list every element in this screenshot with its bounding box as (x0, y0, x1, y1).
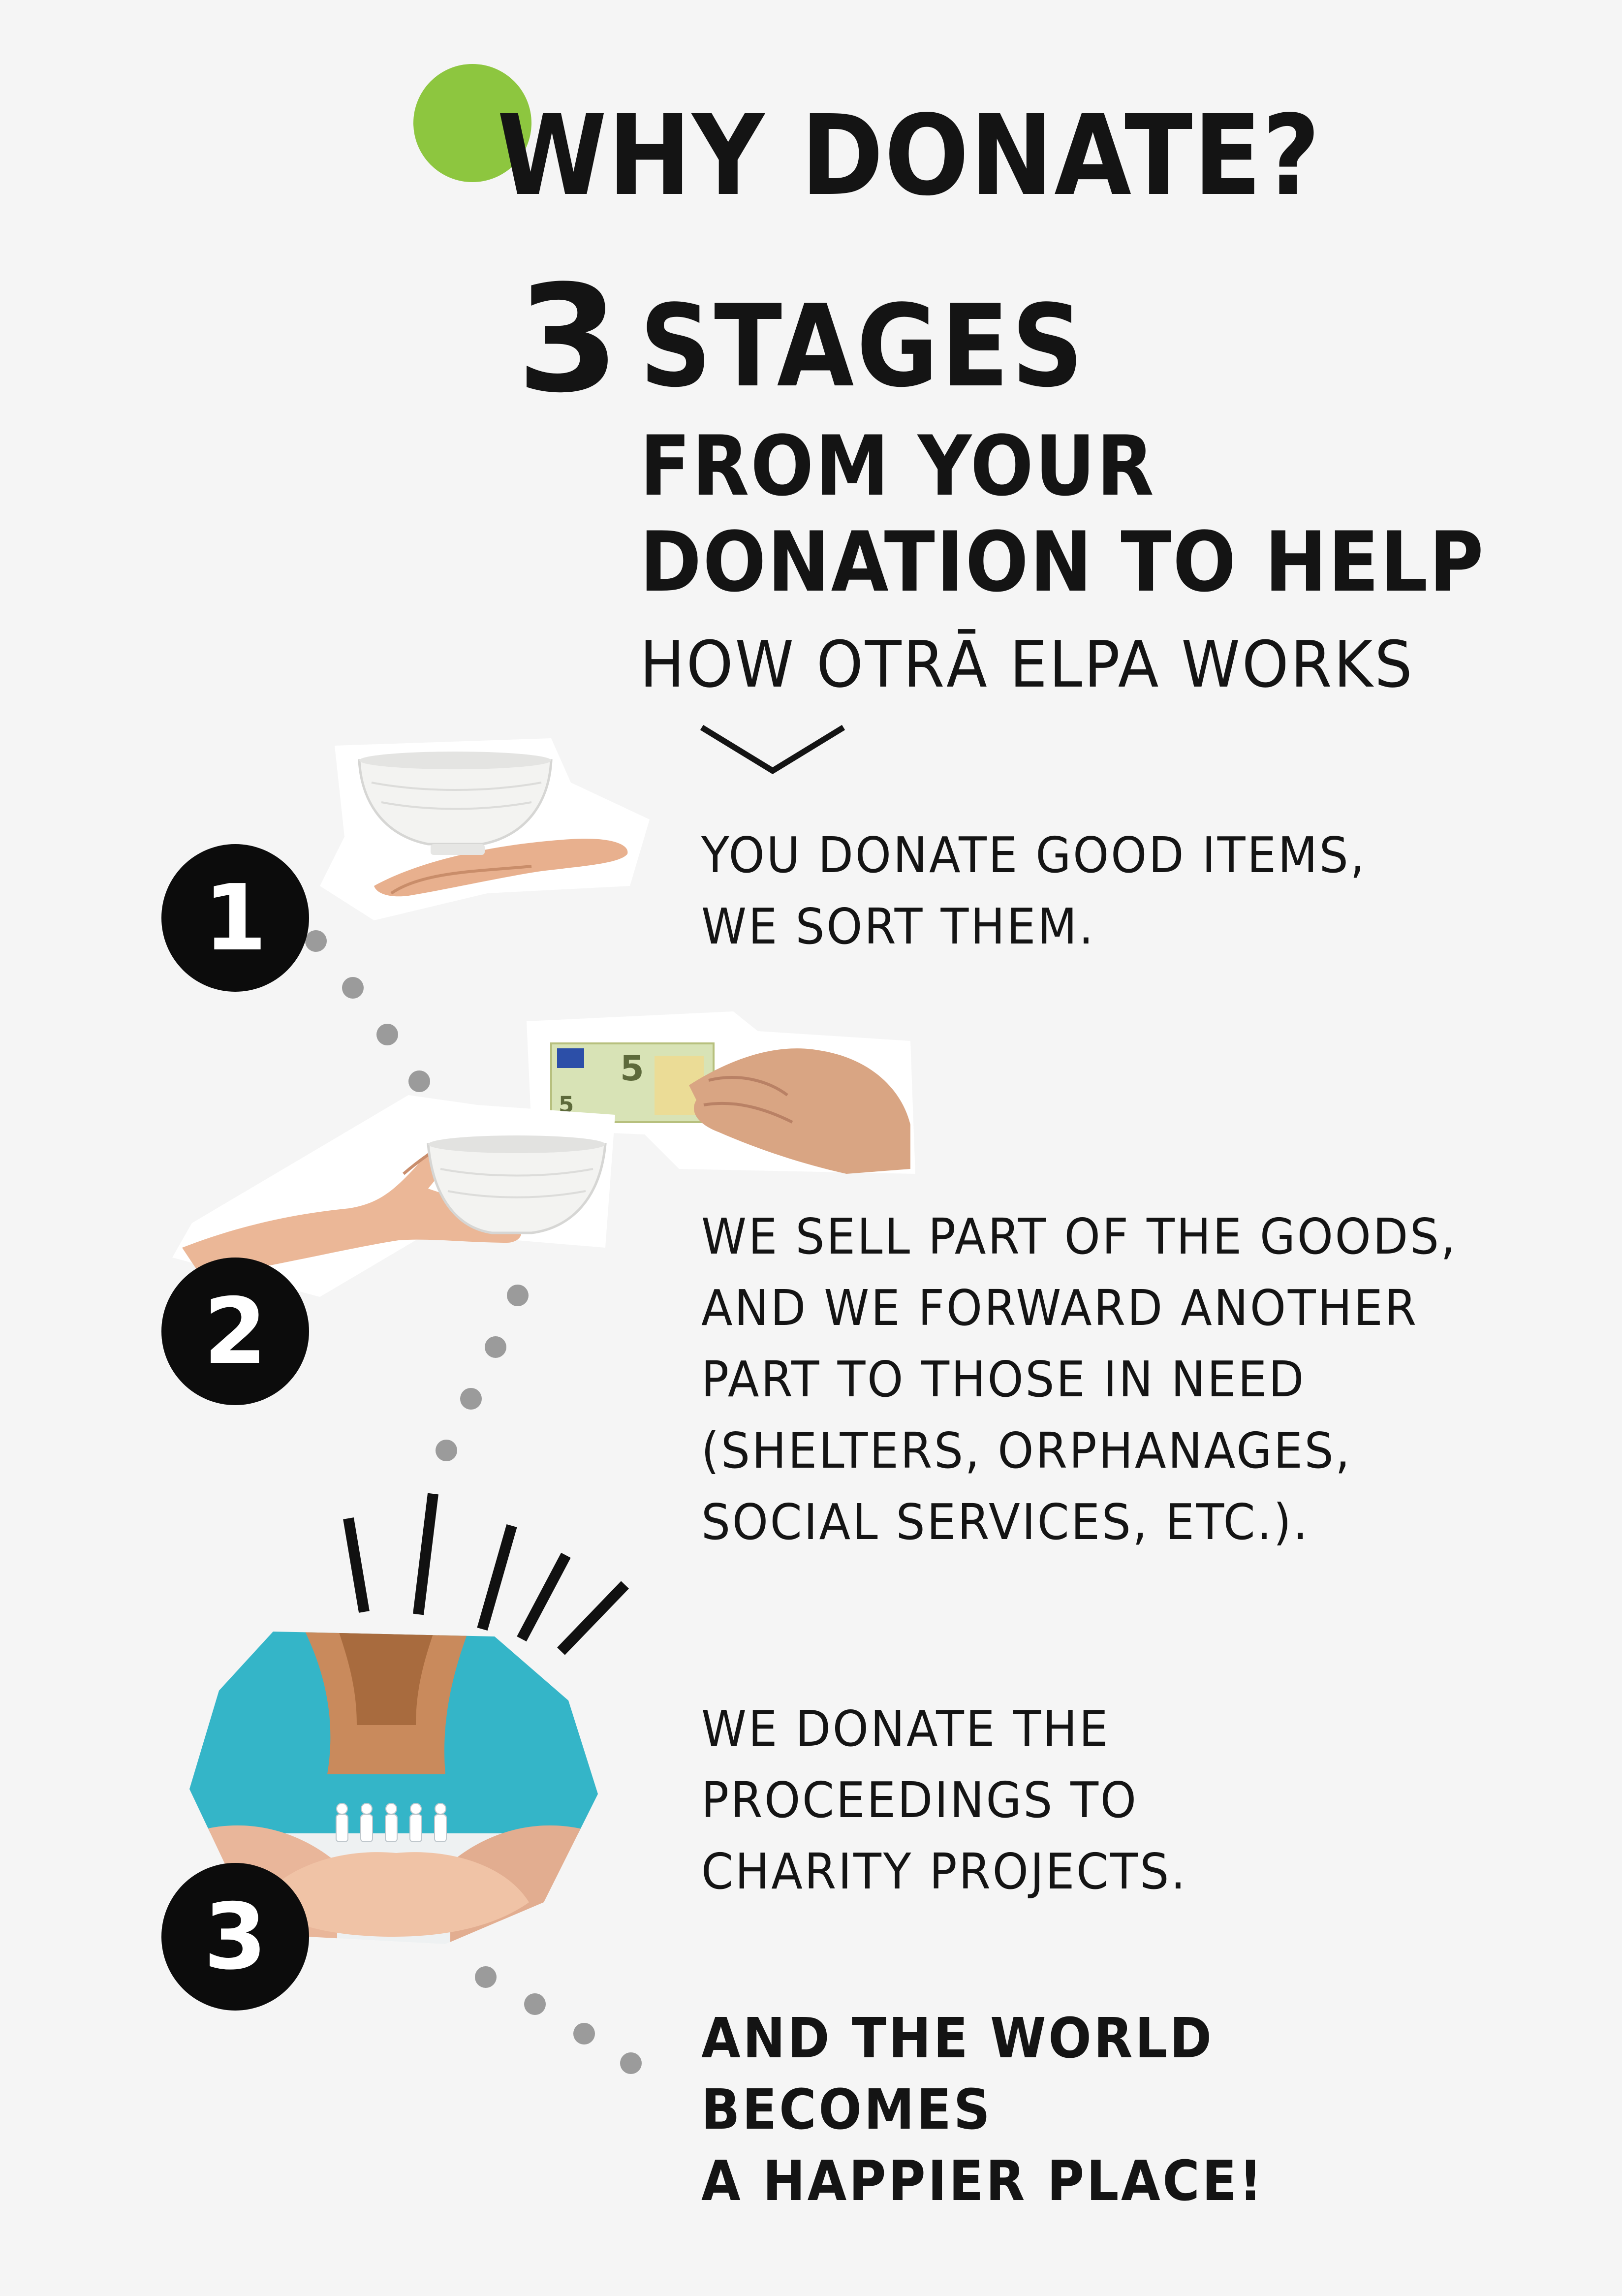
stages-number: 3 (517, 253, 620, 425)
closing-line: AND THE WORLD (701, 2007, 1214, 2071)
step-text-line: PART TO THOSE IN NEED (701, 1351, 1306, 1408)
hand-holding-bowl-icon (320, 738, 650, 920)
step-text-line: AND WE FORWARD ANOTHER (701, 1279, 1418, 1337)
subtitle-line: FROM YOUR (640, 418, 1155, 514)
path-dot (436, 1440, 457, 1461)
step-text-line: WE SORT THEM. (701, 898, 1095, 955)
burst-lines-icon (343, 1493, 629, 1655)
step-text-line: SOCIAL SERVICES, ETC.). (701, 1493, 1310, 1551)
step-text-line: WE DONATE THE (701, 1700, 1110, 1758)
path-dot (524, 1993, 546, 2015)
accent-dot (413, 64, 531, 182)
chevron-down-icon (700, 724, 845, 775)
step-1-text: YOU DONATE GOOD ITEMS, WE SORT THEM. (701, 819, 1367, 962)
step-text-line: WE SELL PART OF THE GOODS, (701, 1208, 1457, 1265)
banknote-value: 5 (620, 1048, 644, 1089)
closing-statement: AND THE WORLD BECOMES A HAPPIER PLACE! (701, 2003, 1264, 2217)
path-dot (507, 1285, 529, 1306)
step-number-badge: 2 (161, 1258, 309, 1405)
path-dot (485, 1336, 506, 1358)
path-dot (342, 977, 364, 999)
stages-heading: STAGES (640, 281, 1086, 412)
hand-holding-bowl-icon (172, 1095, 615, 1297)
step-text-line: YOU DONATE GOOD ITEMS, (701, 826, 1367, 884)
path-dot (573, 2023, 595, 2044)
page-title: WHY DONATE? (497, 92, 1321, 220)
path-dot (620, 2052, 642, 2074)
step-number-badge: 1 (161, 844, 309, 992)
step-number-badge: 3 (161, 1863, 309, 2011)
path-dot (460, 1388, 482, 1410)
step-3-text: WE DONATE THE PROCEEDINGS TO CHARITY PRO… (701, 1693, 1187, 1907)
subtitle: FROM YOUR DONATION TO HELP (640, 418, 1485, 610)
path-dot (376, 1024, 398, 1045)
subtitle-line: DONATION TO HELP (640, 514, 1485, 610)
step-text-line: (SHELTERS, ORPHANAGES, (701, 1422, 1352, 1479)
step-text-line: CHARITY PROJECTS. (701, 1843, 1187, 1900)
step-text-line: PROCEEDINGS TO (701, 1771, 1138, 1829)
path-dot (408, 1070, 430, 1092)
closing-line: BECOMES (701, 2078, 993, 2142)
closing-line: A HAPPIER PLACE! (701, 2149, 1265, 2213)
step-2-text: WE SELL PART OF THE GOODS, AND WE FORWAR… (701, 1201, 1457, 1558)
path-dot (305, 930, 327, 952)
tagline: HOW OTRĀ ELPA WORKS (640, 627, 1414, 702)
path-dot (475, 1966, 497, 1988)
hand-giving-banknote-icon: 5 5 (527, 1011, 915, 1174)
